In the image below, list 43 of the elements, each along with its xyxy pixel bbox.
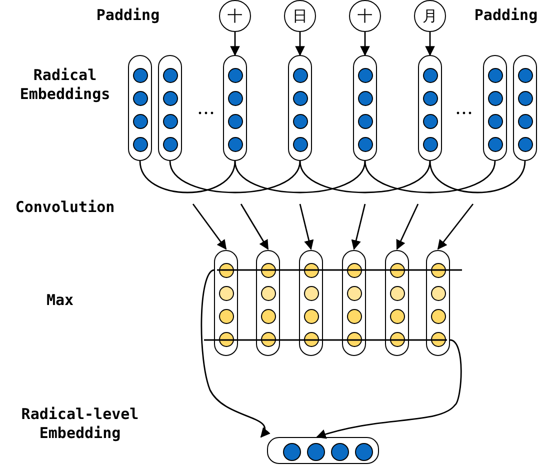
layer-label: Radical Embeddings	[18, 66, 112, 104]
arc-connector	[364, 160, 496, 194]
arc-connector	[169, 160, 301, 194]
arrow	[437, 204, 474, 250]
max-pooling-arrow	[316, 339, 462, 440]
convolution-vector	[426, 250, 450, 356]
arrow	[295, 32, 305, 56]
max-pooling-arrow	[200, 269, 270, 438]
embedding-vector	[418, 55, 442, 161]
embedding-vector	[513, 55, 537, 161]
radical-circle: 十	[219, 0, 251, 32]
arrow	[192, 204, 227, 250]
radical-circle: 月	[414, 0, 446, 32]
arc-connector	[234, 160, 366, 194]
embedding-vector	[288, 55, 312, 161]
layer-label: Max	[45, 291, 75, 310]
arrow	[240, 204, 269, 250]
convolution-vector	[299, 250, 323, 356]
embedding-vector	[158, 55, 182, 161]
convolution-vector	[385, 250, 409, 356]
convolution-vector	[256, 250, 280, 356]
arc-connector	[299, 160, 431, 194]
convolution-vector	[214, 250, 238, 356]
padding-label: Padding	[474, 6, 538, 25]
arrow	[360, 32, 370, 56]
embedding-vector	[353, 55, 377, 161]
padding-label: Padding	[96, 6, 160, 25]
arrow	[425, 32, 435, 56]
arrow	[351, 204, 366, 250]
arrow	[299, 204, 314, 250]
radical-circle: 日	[284, 0, 316, 32]
arrow	[396, 204, 419, 250]
arrow	[230, 32, 240, 56]
embedding-vector	[128, 55, 152, 161]
embedding-vector	[483, 55, 507, 161]
layer-label: Radical-level Embedding	[20, 405, 140, 443]
radical-circle: 十	[349, 0, 381, 32]
arc-connector	[429, 160, 526, 194]
layer-label: Convolution	[14, 198, 116, 217]
output-vector	[267, 437, 379, 464]
embedding-vector	[223, 55, 247, 161]
convolution-vector	[342, 250, 366, 356]
arc-connector	[139, 160, 236, 194]
